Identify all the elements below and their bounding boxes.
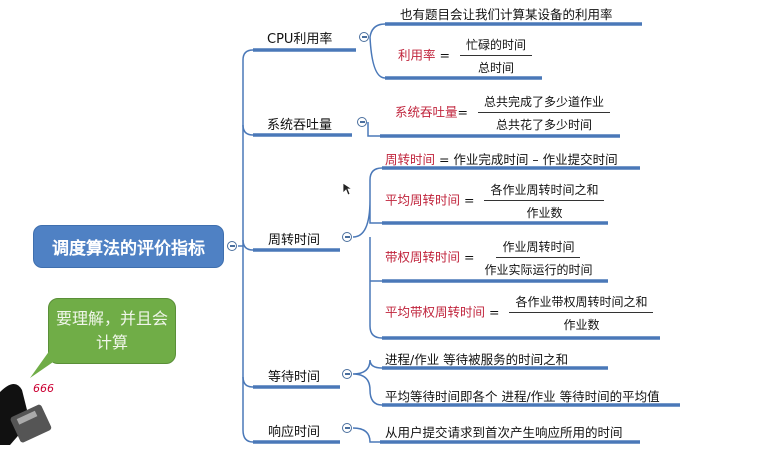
cpu-formula: 利用率 = 忙碌的时间总时间 (398, 36, 532, 76)
throughput-formula: 系统吞吐量= 总共完成了多少道作业总共花了多少时间 (395, 93, 610, 133)
equals-sign: = (439, 47, 450, 63)
formula-name: 带权周转时间 (385, 249, 461, 265)
formula-name: 周转时间 (385, 152, 436, 167)
equals-sign: = (464, 249, 475, 265)
cpu-note: 也有题目会让我们计算某设备的利用率 (400, 7, 613, 22)
branch-turnaround-time[interactable]: 周转时间 (268, 233, 321, 248)
formula-name: 平均带权周转时间 (385, 304, 486, 320)
equals-sign: = (457, 104, 468, 120)
waiting-item: 进程/作业 等待被服务的时间之和 (385, 352, 569, 367)
sticker-text: 666 (33, 382, 54, 395)
callout-tail (30, 350, 56, 378)
branch-response-time[interactable]: 响应时间 (268, 425, 321, 440)
equals-sign: = (464, 192, 475, 208)
avg-weighted-turnaround-formula: 平均带权周转时间 = 各作业带权周转时间之和作业数 (385, 293, 654, 333)
numerator: 作业周转时间 (496, 238, 581, 258)
branch-waiting-time[interactable]: 等待时间 (268, 370, 321, 385)
denominator: 作业数 (526, 206, 563, 220)
avg-turnaround-formula: 平均周转时间 = 各作业周转时间之和作业数 (385, 181, 605, 221)
formula-name: 系统吞吐量 (395, 104, 458, 120)
weighted-turnaround-formula: 带权周转时间 = 作业周转时间作业实际运行的时间 (385, 238, 592, 278)
formula-name: 利用率 (398, 47, 436, 63)
response-definition: 从用户提交请求到首次产生响应所用的时间 (385, 425, 623, 440)
numerator: 各作业周转时间之和 (484, 181, 605, 201)
equals-sign: = (489, 304, 500, 320)
calculator-illustration: 666 (0, 372, 62, 445)
denominator: 作业实际运行的时间 (484, 263, 593, 277)
numerator: 总共完成了多少道作业 (477, 93, 610, 113)
numerator: 忙碌的时间 (459, 36, 532, 56)
branch-cpu-utilization[interactable]: CPU利用率 (267, 32, 333, 47)
formula-body: = 作业完成时间 – 作业提交时间 (435, 152, 618, 167)
collapse-toggle-turnaround[interactable] (342, 232, 352, 242)
collapse-toggle-cpu[interactable] (359, 32, 369, 42)
collapse-toggle-root[interactable] (227, 241, 237, 251)
formula-name: 平均周转时间 (385, 192, 461, 208)
waiting-item: 平均等待时间即各个 进程/作业 等待时间的平均值 (385, 389, 660, 404)
denominator: 总共花了多少时间 (495, 118, 592, 132)
root-node[interactable]: 调度算法的评价指标 (33, 225, 224, 268)
numerator: 各作业带权周转时间之和 (509, 293, 654, 313)
denominator: 总时间 (477, 61, 514, 75)
callout-bubble: 要理解，并且会计算 (48, 298, 176, 364)
collapse-toggle-response[interactable] (342, 423, 352, 433)
turnaround-definition: 周转时间 = 作业完成时间 – 作业提交时间 (385, 149, 618, 168)
branch-throughput[interactable]: 系统吞吐量 (267, 118, 333, 133)
collapse-toggle-throughput[interactable] (357, 117, 367, 127)
collapse-toggle-waiting[interactable] (342, 369, 352, 379)
mouse-cursor-icon (342, 182, 352, 196)
denominator: 作业数 (563, 318, 600, 332)
